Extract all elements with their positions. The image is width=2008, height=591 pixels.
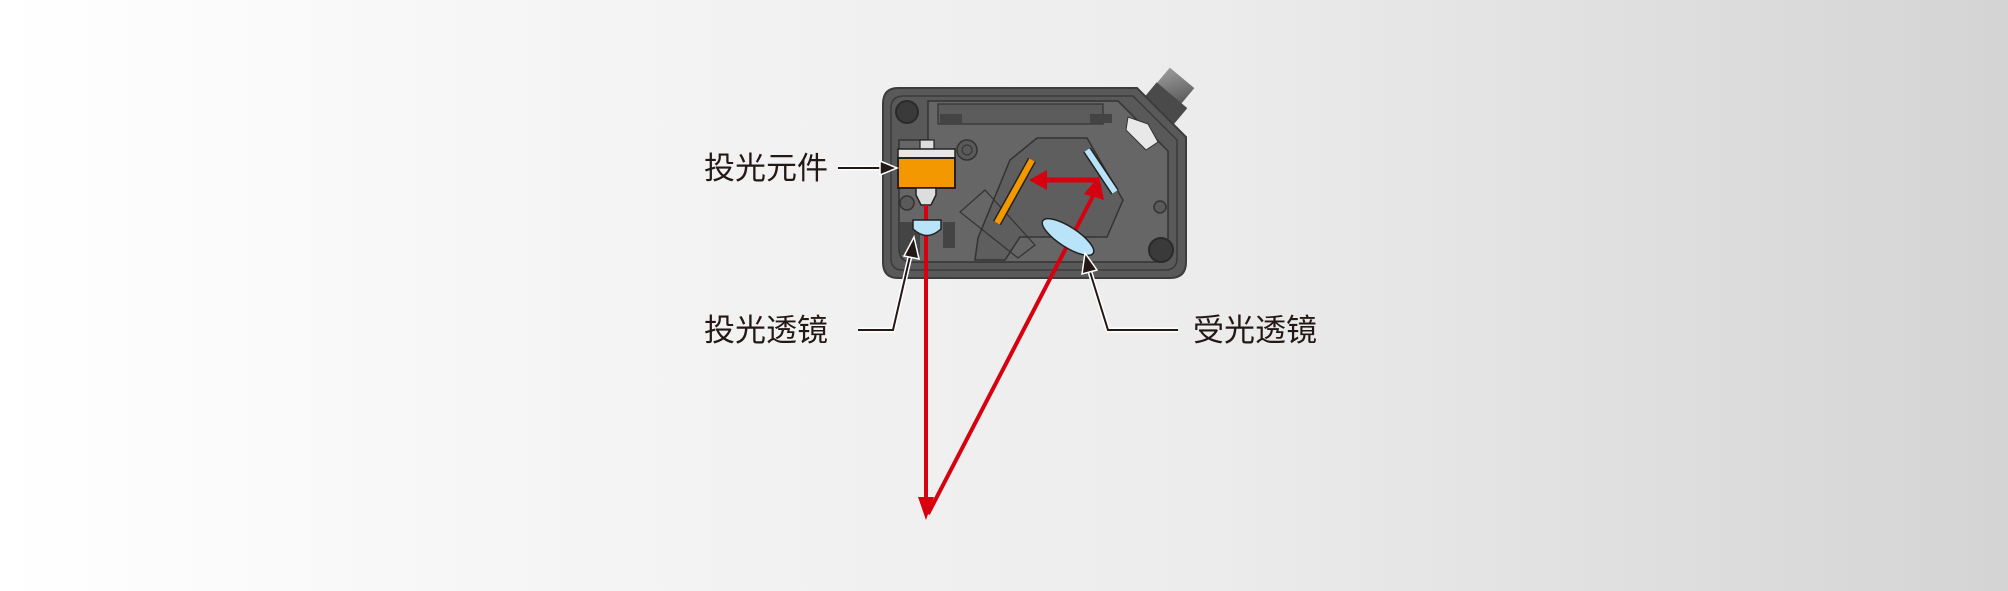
- label-emitter: 投光元件: [704, 151, 828, 187]
- label-projector-lens: 投光透镜: [704, 313, 828, 349]
- projector-lens: [912, 219, 942, 237]
- label-receiver-lens: 受光透镜: [1193, 313, 1317, 349]
- emitter-leader: [838, 159, 899, 177]
- receiver-lens-leader: [1081, 251, 1178, 333]
- position-detector: [993, 157, 1036, 226]
- emitter-element: [897, 139, 956, 206]
- projector-lens-leader: [858, 234, 920, 333]
- light-beam: [918, 170, 1104, 520]
- mirror: [1083, 147, 1119, 195]
- receiver-lens: [1041, 217, 1095, 257]
